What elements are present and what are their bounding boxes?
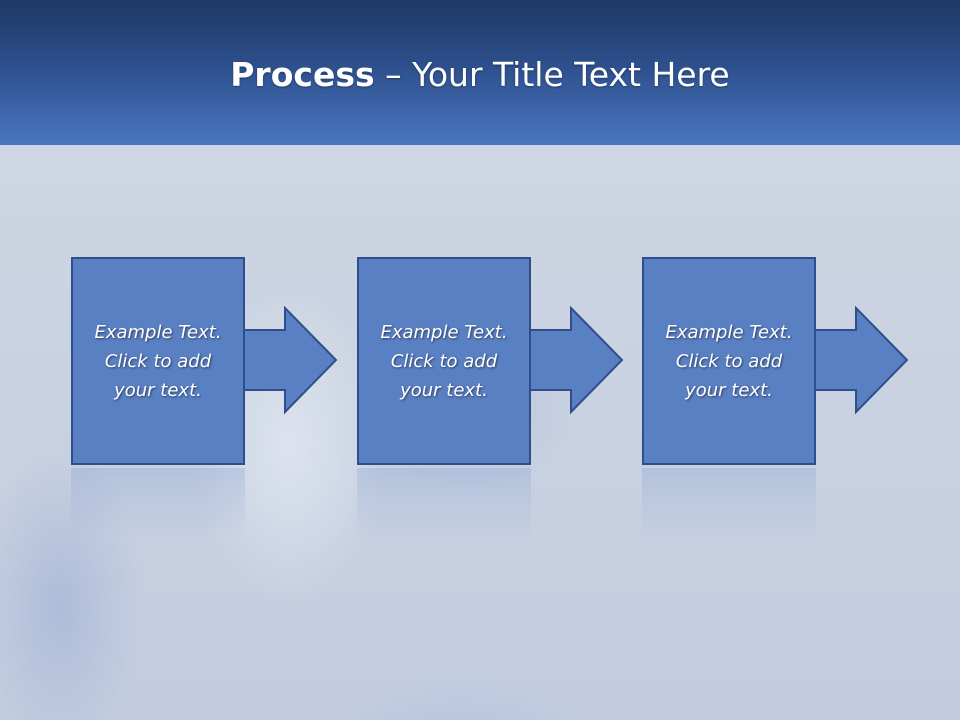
- step-3-text: Example Text. Click to add your text.: [665, 321, 793, 401]
- step-2-text: Example Text. Click to add your text.: [380, 321, 508, 401]
- process-step-1[interactable]: Example Text. Click to add your text.: [71, 257, 245, 465]
- process-arrow-3: [812, 306, 909, 415]
- process-arrow-2: [527, 306, 624, 415]
- title-bar: Process – Your Title Text Here: [0, 0, 960, 145]
- process-step-3[interactable]: Example Text. Click to add your text.: [642, 257, 816, 465]
- title-rest: – Your Title Text Here: [374, 55, 730, 94]
- title-bold: Process: [230, 55, 375, 94]
- slide-title[interactable]: Process – Your Title Text Here: [0, 52, 960, 98]
- process-step-2[interactable]: Example Text. Click to add your text.: [357, 257, 531, 465]
- process-arrow-1: [241, 306, 338, 415]
- step-1-text: Example Text. Click to add your text.: [94, 321, 222, 401]
